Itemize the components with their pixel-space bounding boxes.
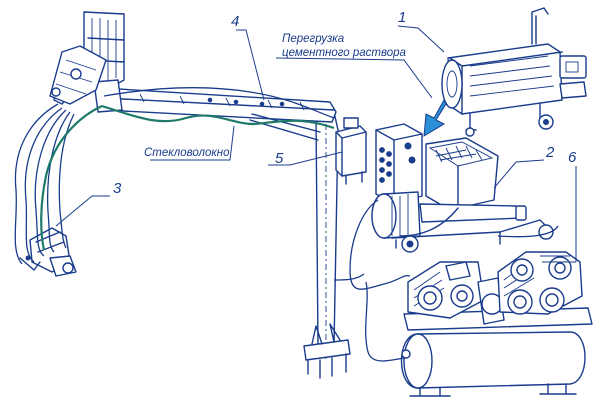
fiber-cutter-unit bbox=[335, 117, 367, 185]
transfer-label-line1: Перегрузка bbox=[282, 33, 344, 45]
callout-5: 5 bbox=[275, 150, 284, 167]
mortar-pump bbox=[371, 123, 554, 253]
boom-mast bbox=[83, 11, 351, 379]
hoses bbox=[14, 86, 559, 362]
mortar-mixer bbox=[441, 7, 587, 137]
callout-1: 1 bbox=[398, 9, 406, 26]
transfer-arrow bbox=[423, 98, 447, 137]
air-compressor bbox=[400, 251, 593, 397]
fiber-label: Стекловолокно bbox=[144, 147, 230, 159]
callouts: 1 2 3 4 5 6 Перегрузка цементного раство… bbox=[55, 9, 577, 262]
callout-3: 3 bbox=[113, 180, 122, 197]
callout-6: 6 bbox=[568, 149, 577, 166]
spray-gun bbox=[19, 45, 107, 277]
callout-4: 4 bbox=[231, 13, 239, 30]
transfer-label-line2: цементного раствора bbox=[282, 47, 406, 59]
callout-2: 2 bbox=[545, 144, 555, 161]
